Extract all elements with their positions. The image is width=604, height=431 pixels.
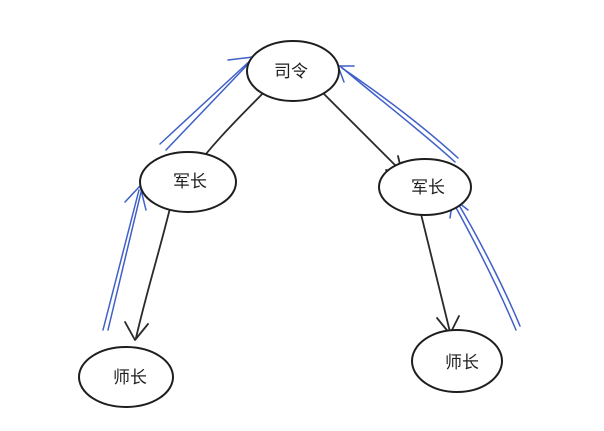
node-army-left: 军长 bbox=[139, 151, 237, 213]
blue-arrow-army-left-to-commander bbox=[159, 56, 254, 151]
blue-arrow-division-left-to-army-left bbox=[102, 185, 147, 331]
node-label: 司令 bbox=[274, 62, 308, 82]
node-commander: 司令 bbox=[246, 40, 340, 102]
node-division-left: 师长 bbox=[78, 346, 174, 408]
black-arrow-army-left-to-division-left bbox=[124, 199, 173, 341]
blue-arrow-division-right-to-army-right bbox=[449, 197, 521, 331]
black-arrow-commander-to-army-right bbox=[317, 87, 403, 174]
node-label: 军长 bbox=[411, 178, 445, 198]
node-army-right: 军长 bbox=[378, 158, 472, 216]
node-label: 军长 bbox=[173, 172, 207, 192]
blue-arrow-army-right-to-commander bbox=[337, 65, 459, 163]
black-arrow-army-right-to-division-right bbox=[419, 209, 460, 335]
node-division-right: 师长 bbox=[411, 329, 503, 393]
node-label: 师长 bbox=[445, 353, 479, 373]
node-label: 师长 bbox=[113, 368, 147, 388]
